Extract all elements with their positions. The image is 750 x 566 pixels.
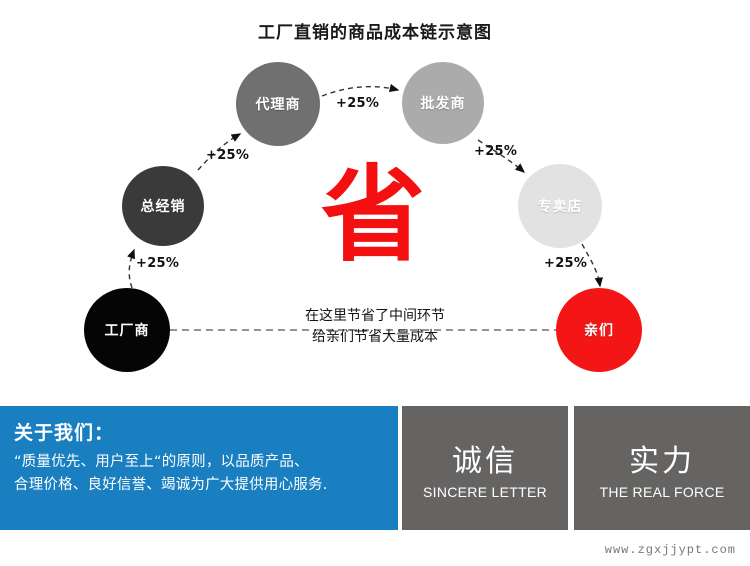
node-exclusive-store[interactable]: 专卖店 — [518, 164, 602, 248]
value-panel-strength: 实力 THE REAL FORCE — [574, 406, 750, 530]
page-title: 工厂直销的商品成本链示意图 — [258, 23, 492, 43]
markup-label-store-to-customer: +25% — [544, 256, 588, 271]
savings-note-line-1: 在这里节省了中间环节 — [305, 308, 445, 324]
value-panel-integrity-en: SINCERE LETTER — [423, 484, 547, 500]
about-us-panel: 关于我们： “质量优先、用户至上“的原则，以品质产品、 合理价格、良好信誉、竭诚… — [0, 406, 398, 530]
node-agent-label: 代理商 — [255, 97, 301, 113]
node-general-distributor-label: 总经销 — [140, 199, 186, 215]
markup-label-agent-to-wholesale: +25% — [336, 96, 380, 111]
about-us-line-1: “质量优先、用户至上“的原则，以品质产品、 — [14, 454, 309, 470]
savings-note-line-2: 给亲们节省大量成本 — [312, 329, 438, 345]
value-panel-strength-cn: 实力 — [629, 444, 695, 479]
arrow-factory-to-general — [127, 248, 135, 289]
markup-label-general-to-agent: +25% — [206, 148, 250, 163]
node-agent[interactable]: 代理商 — [236, 62, 320, 146]
savings-note: 在这里节省了中间环节 给亲们节省大量成本 — [250, 306, 500, 348]
markup-label-wholesale-to-store: +25% — [474, 144, 518, 159]
markup-label-factory-to-general: +25% — [136, 256, 180, 271]
about-us-line-2: 合理价格、良好信誉、竭诚为广大提供用心服务. — [14, 477, 328, 493]
site-watermark: www.zgxjjypt.com — [604, 543, 736, 557]
node-factory[interactable]: 工厂商 — [84, 288, 170, 372]
node-wholesaler-label: 批发商 — [420, 96, 466, 112]
value-panel-integrity-cn: 诚信 — [452, 444, 518, 479]
value-panel-strength-en: THE REAL FORCE — [599, 484, 725, 500]
node-exclusive-store-label: 专卖店 — [537, 199, 583, 215]
value-panel-integrity: 诚信 SINCERE LETTER — [402, 406, 568, 530]
node-factory-label: 工厂商 — [104, 323, 150, 339]
cost-chain-diagram: 工厂直销的商品成本链示意图 工厂商 总经销 — [84, 23, 642, 372]
node-customer-label: 亲们 — [584, 323, 614, 339]
arrow-agent-to-wholesale — [321, 83, 400, 97]
bottom-panels: 关于我们： “质量优先、用户至上“的原则，以品质产品、 合理价格、良好信誉、竭诚… — [0, 406, 750, 530]
node-general-distributor[interactable]: 总经销 — [122, 166, 204, 246]
node-wholesaler[interactable]: 批发商 — [402, 62, 484, 144]
about-us-title: 关于我们： — [14, 422, 115, 444]
save-highlight-character: 省 — [320, 154, 425, 276]
node-customer[interactable]: 亲们 — [556, 288, 642, 372]
